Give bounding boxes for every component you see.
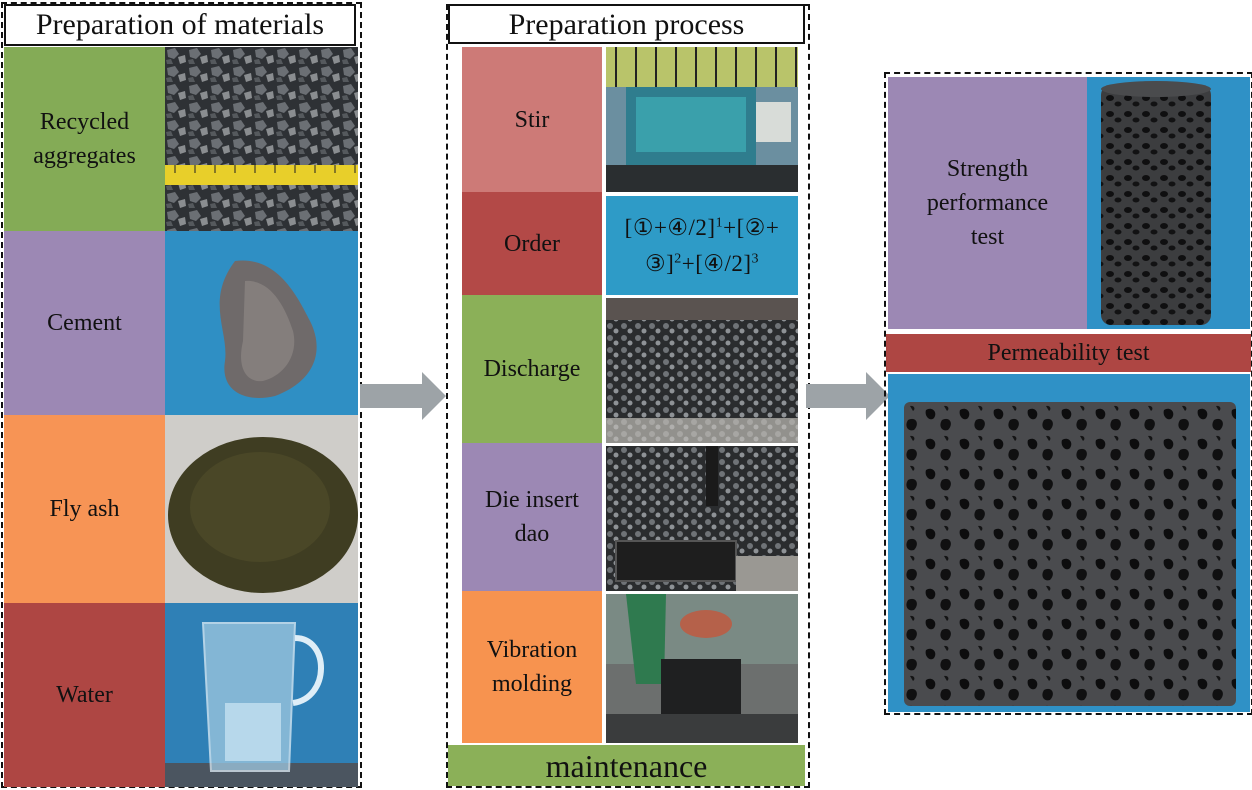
material-label-water: Water bbox=[4, 603, 165, 787]
process-step-discharge: Discharge bbox=[462, 295, 602, 443]
right-arrow-icon bbox=[360, 372, 446, 420]
process-step-order: Order bbox=[462, 192, 602, 295]
process-step-die-insert: Die insert dao bbox=[462, 443, 602, 591]
material-label-cement: Cement bbox=[4, 231, 165, 415]
aggregates-photo bbox=[165, 47, 358, 231]
cube-sample-photo bbox=[888, 374, 1250, 712]
cylinder-sample-photo bbox=[1087, 77, 1250, 329]
vibration-photo bbox=[606, 594, 798, 743]
fly-ash-photo bbox=[165, 415, 358, 603]
formula-line-1: [①+④/2]1+[②+ bbox=[624, 214, 780, 240]
material-label-fly-ash: Fly ash bbox=[4, 415, 165, 603]
material-label-recycled-aggregates: Recycled aggregates bbox=[4, 47, 165, 231]
process-title: Preparation process bbox=[448, 4, 805, 44]
cement-photo bbox=[165, 231, 358, 415]
discharge-photo bbox=[606, 298, 798, 443]
order-formula: [①+④/2]1+[②+ ③]2+[④/2]3 bbox=[606, 196, 798, 295]
right-arrow-icon bbox=[806, 372, 890, 420]
process-step-vibration-molding: Vibration molding bbox=[462, 591, 602, 743]
permeability-test-label: Permeability test bbox=[886, 334, 1251, 372]
water-photo bbox=[165, 603, 358, 787]
formula-line-2: ③]2+[④/2]3 bbox=[644, 250, 760, 276]
mold-photo bbox=[606, 446, 798, 591]
materials-title: Preparation of materials bbox=[4, 4, 356, 46]
strength-test-label: Strength performance test bbox=[888, 77, 1087, 329]
mixer-photo bbox=[606, 47, 798, 192]
maintenance-bar: maintenance bbox=[448, 745, 805, 786]
process-step-stir: Stir bbox=[462, 47, 602, 192]
